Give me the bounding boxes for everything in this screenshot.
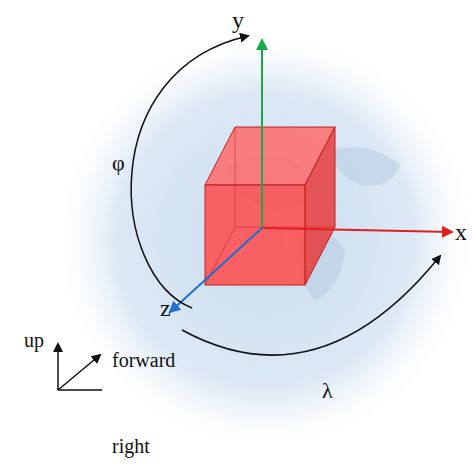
forward-arrow — [58, 355, 100, 390]
direction-label: up — [24, 330, 44, 350]
direction-label: right — [112, 436, 150, 456]
z-axis — [170, 228, 262, 312]
right-line — [58, 389, 102, 391]
angle-label: φ — [112, 152, 125, 174]
globe — [50, 25, 472, 455]
x-axis — [262, 228, 452, 232]
phi-arc — [131, 36, 248, 308]
axis-label: y — [232, 8, 244, 32]
axis-label: x — [455, 220, 467, 244]
y-axis — [261, 40, 263, 228]
lambda-arc — [182, 256, 440, 355]
axis-label: z — [160, 296, 171, 320]
angle-label: λ — [322, 380, 333, 402]
up-arrow — [57, 344, 59, 390]
direction-label: forward — [112, 350, 175, 370]
